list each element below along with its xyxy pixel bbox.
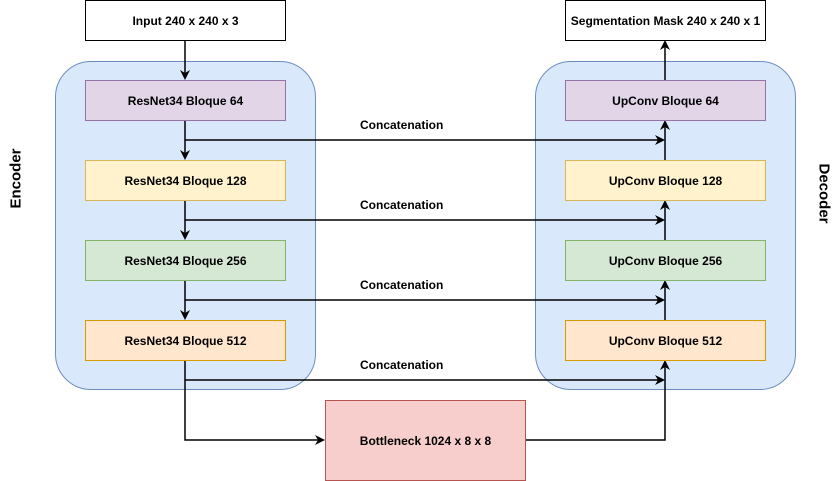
decoder-block-256: UpConv Bloque 256 (565, 240, 766, 281)
concat-label-256: Concatenation (360, 278, 444, 292)
arrow-enc512-to-bottleneck (184, 360, 325, 445)
concat-label-128: Concatenation (360, 198, 444, 212)
concat-label-64: Concatenation (360, 118, 444, 132)
encoder-block-64: ResNet34 Bloque 64 (85, 80, 286, 121)
decoder-block-512: UpConv Bloque 512 (565, 320, 766, 361)
input-box: Input 240 x 240 x 3 (85, 0, 286, 41)
decoder-block-64: UpConv Bloque 64 (565, 80, 766, 121)
encoder-block-512: ResNet34 Bloque 512 (85, 320, 286, 361)
bottleneck-block: Bottleneck 1024 x 8 x 8 (325, 400, 526, 481)
encoder-block-256: ResNet34 Bloque 256 (85, 240, 286, 281)
output-box: Segmentation Mask 240 x 240 x 1 (565, 0, 766, 41)
decoder-block-128: UpConv Bloque 128 (565, 160, 766, 201)
encoder-block-128: ResNet34 Bloque 128 (85, 160, 286, 201)
concat-label-512: Concatenation (360, 358, 444, 372)
arrow-bottleneck-to-dec512 (525, 360, 670, 441)
